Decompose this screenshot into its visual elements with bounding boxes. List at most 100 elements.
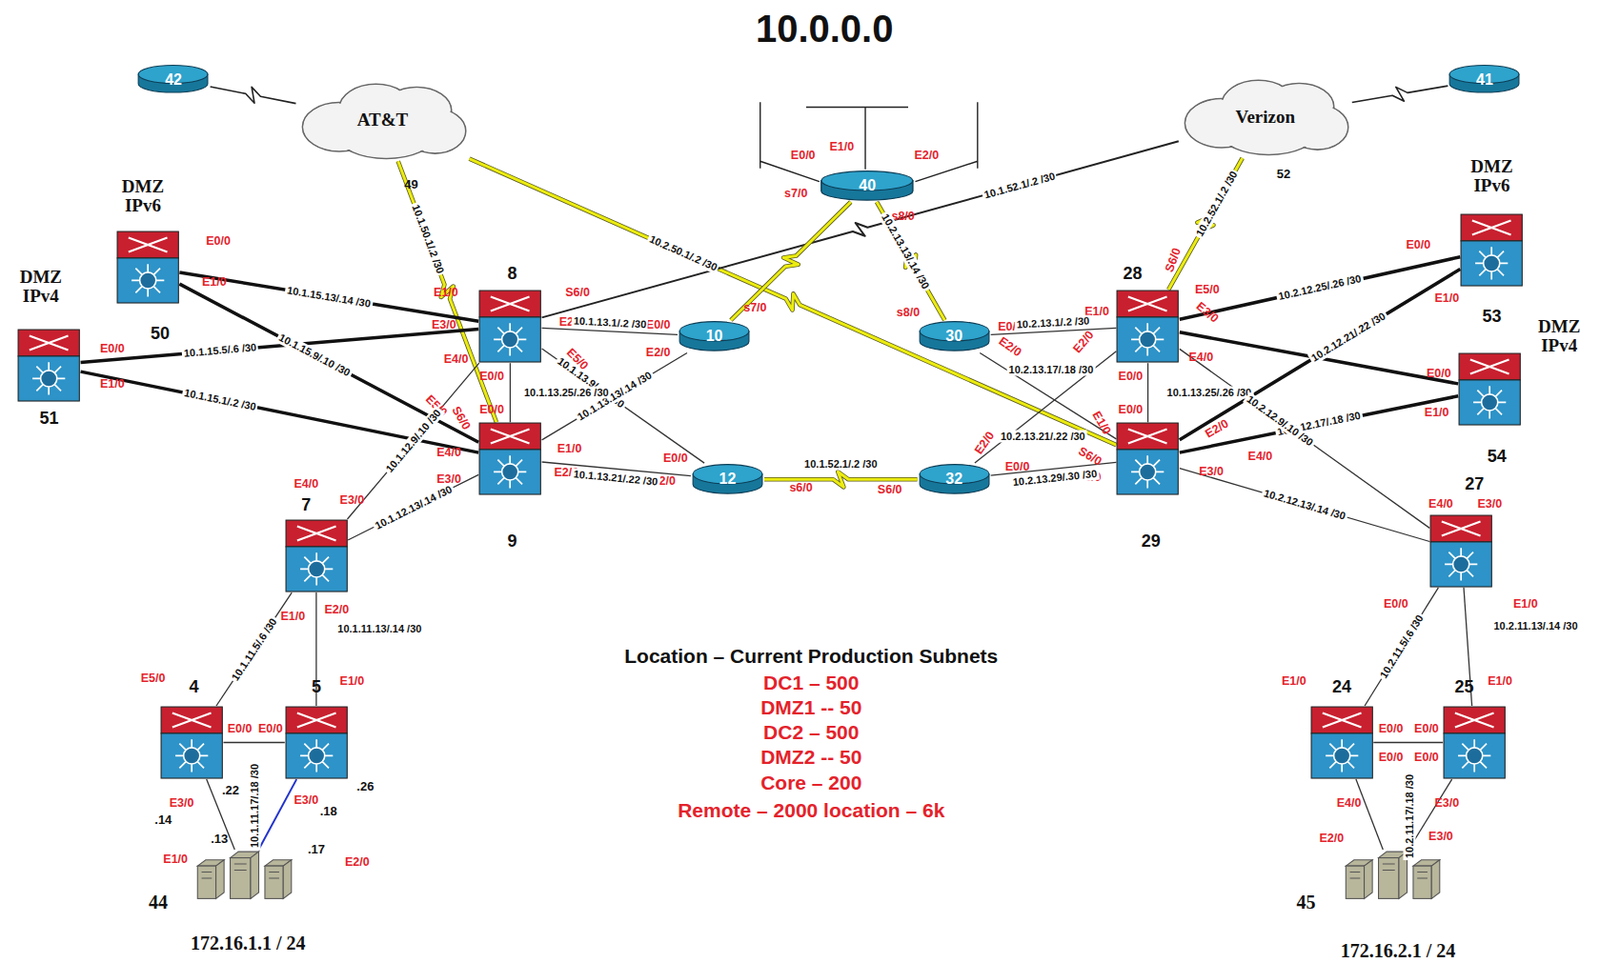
- link-line: [347, 363, 480, 520]
- switch-icon: [1442, 706, 1506, 780]
- interface-label: E0/0: [646, 318, 671, 332]
- switch-body: [1311, 733, 1373, 779]
- network-link: [1179, 348, 1430, 528]
- switch-body: [1117, 449, 1179, 495]
- subnet-label: 10.2.13.17/.18 /30: [1007, 363, 1096, 376]
- interface-label: E3/0: [1193, 299, 1221, 325]
- interface-label: E4/0: [1336, 796, 1362, 811]
- node-label: 30: [945, 327, 963, 345]
- subnet-label: 10.2.12.13/.14 /30: [1260, 486, 1350, 524]
- interface-label: E5/0: [1194, 283, 1220, 297]
- interface-label: E1/0: [1435, 291, 1460, 305]
- switch-top: [1117, 290, 1179, 318]
- switch-arrows: [29, 335, 69, 350]
- device-node: 41: [1447, 63, 1521, 95]
- interface-label: S6/0: [1075, 444, 1104, 468]
- interface-label: E2/0: [996, 334, 1025, 360]
- switch-star: [32, 362, 65, 395]
- subnet-label: 10.1.13.1/.2 /30: [571, 314, 649, 331]
- switch-star: [1131, 456, 1164, 489]
- device-node: 32: [917, 463, 992, 496]
- switch-icon: [478, 289, 542, 364]
- node-label: 40: [858, 177, 876, 195]
- interface-label: E2/0: [972, 428, 997, 457]
- link-line: [1179, 468, 1430, 543]
- switch-body: [161, 733, 223, 779]
- switch-top: [1430, 515, 1492, 543]
- serial-link-edge: [730, 202, 851, 321]
- network-link: [210, 86, 297, 104]
- switch-star: [131, 263, 164, 297]
- switch-core: [140, 272, 157, 289]
- interface-label: E1/0: [1424, 405, 1450, 420]
- node-label: 4: [188, 676, 199, 697]
- device-node: 9: [478, 422, 542, 496]
- interface-label: E2/0: [1203, 416, 1232, 441]
- device-node: 10: [677, 320, 751, 353]
- server-towers: [1345, 851, 1440, 899]
- subnet-label: 10.1.13.25/.26 /30: [522, 386, 611, 400]
- switch-body: [479, 317, 541, 363]
- switch-arrows: [1441, 521, 1481, 536]
- ethernet-segment: [760, 101, 978, 183]
- interface-label: E3/0: [1477, 497, 1502, 511]
- interface-label: E0/0: [1414, 722, 1439, 736]
- switch-top: [479, 290, 541, 318]
- switch-body: [18, 356, 80, 402]
- subnet-label: 10.1.50.1/.2 /30: [407, 201, 446, 278]
- switch-core: [502, 464, 519, 481]
- interface-label: E4/0: [1188, 350, 1214, 365]
- interface-label: E1/0: [202, 275, 227, 289]
- switch-star: [300, 552, 333, 586]
- callout-number: .26: [356, 778, 374, 793]
- switch-arrows: [490, 297, 530, 312]
- switch-body: [1458, 380, 1520, 426]
- interface-label: E3/0: [1435, 796, 1460, 811]
- switch-icon: [116, 230, 180, 304]
- subnet-note: DMZ1 -- 50: [760, 696, 862, 720]
- node-label: 41: [1476, 71, 1494, 89]
- network-link: [216, 592, 292, 707]
- subnet-note: Remote – 2000 location – 6k: [677, 799, 945, 823]
- switch-star: [493, 456, 527, 489]
- node-label: 29: [1141, 530, 1161, 551]
- network-link: [509, 363, 511, 423]
- subnet-label: 10.2.11.13/.14 /30: [1491, 620, 1580, 633]
- interface-label: E4/0: [1248, 449, 1274, 464]
- network-link: [1179, 257, 1461, 321]
- cloud-fill: [1185, 81, 1347, 155]
- link-line: [1168, 158, 1243, 290]
- node-label: 32: [945, 470, 963, 488]
- switch-core: [183, 748, 201, 765]
- link-line: [509, 363, 511, 423]
- device-node: 42: [136, 63, 210, 95]
- interface-label: E0/0: [663, 451, 689, 466]
- node-label: 25: [1455, 676, 1475, 697]
- network-link: [1147, 363, 1149, 423]
- device-node: 25: [1442, 706, 1506, 780]
- interface-label: E2/0: [324, 603, 350, 617]
- device-node: 29: [1115, 422, 1179, 496]
- switch-core: [1139, 331, 1156, 348]
- interface-label: E1/0: [1513, 597, 1539, 611]
- link-line: [1179, 348, 1430, 528]
- subnet-note: DMZ2 -- 50: [760, 746, 862, 770]
- network-link: [1373, 742, 1443, 744]
- subnet-label: 10.1.12.9/.10 /30: [382, 405, 446, 478]
- interface-label: E5/0: [141, 671, 166, 686]
- interface-label: E0/0: [1378, 722, 1404, 736]
- subnet-label: 10.2.12.21/.22 /30: [1307, 309, 1390, 366]
- serial-link-edge: [469, 159, 1117, 446]
- subnet-label: 10.1.13.21/.22 /30: [570, 467, 660, 489]
- network-link: [1179, 468, 1430, 543]
- node-label: Verizon: [1235, 106, 1296, 128]
- link-line: [1364, 587, 1438, 707]
- network-link: [258, 779, 297, 851]
- node-label: AT&T: [357, 109, 408, 131]
- switch-icon: [478, 422, 542, 496]
- switch-core: [1481, 394, 1499, 411]
- switch-core: [40, 370, 58, 387]
- link-line: [179, 272, 479, 322]
- link-line: [542, 348, 706, 464]
